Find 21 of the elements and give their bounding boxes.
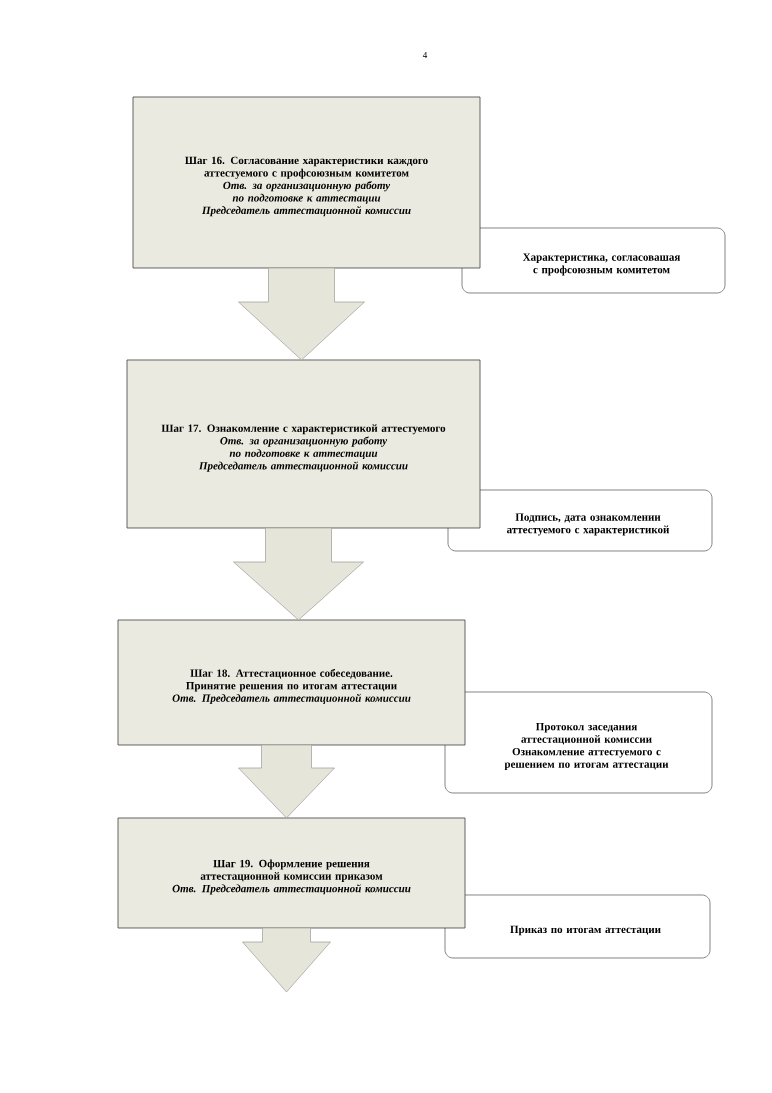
page-number: 4 <box>422 52 428 58</box>
result-box <box>444 691 713 794</box>
step-box <box>132 96 481 269</box>
result-text: Подпись, дата ознакомлении аттестуемого с характеристикой <box>507 513 670 536</box>
step-text: Шаг 17. Ознакомление с характеристикой аттестуемого Отв. за организационную работу по подготовке к аттестации Председатель аттестационной комиссии <box>161 424 446 472</box>
result-text: Протокол заседания аттестационной комиссии Ознакомление аттестуемого с решением по итогам аттестации <box>504 723 669 770</box>
block-arrow <box>238 745 335 819</box>
block-arrow <box>233 528 364 621</box>
block-arrow <box>242 928 331 993</box>
result-box <box>461 227 726 294</box>
step-text: Шаг 18. Аттестационное собеседование. Принятие решения по итогам аттестации Отв. Председатель аттестационной комиссии <box>172 668 411 705</box>
step-box <box>117 619 466 746</box>
step-box <box>126 359 481 529</box>
step-text: Шаг 16. Согласование характеристики каждого аттестуемого с профсоюзным комитетом Отв. за организационную работу по подготовке к аттестации Председатель аттестационной комиссии <box>185 156 428 217</box>
block-arrow <box>238 268 365 361</box>
step-box <box>117 817 466 929</box>
result-box <box>444 894 711 959</box>
result-text: Приказ по итогам аттестации <box>510 925 661 936</box>
step-text: Шаг 19. Оформление решения аттестационной комиссии приказом Отв. Председатель аттестационной комиссии <box>172 859 411 895</box>
result-text: Характеристика, согласовашая с профсоюзным комитетом <box>522 253 680 276</box>
result-box <box>447 489 713 552</box>
